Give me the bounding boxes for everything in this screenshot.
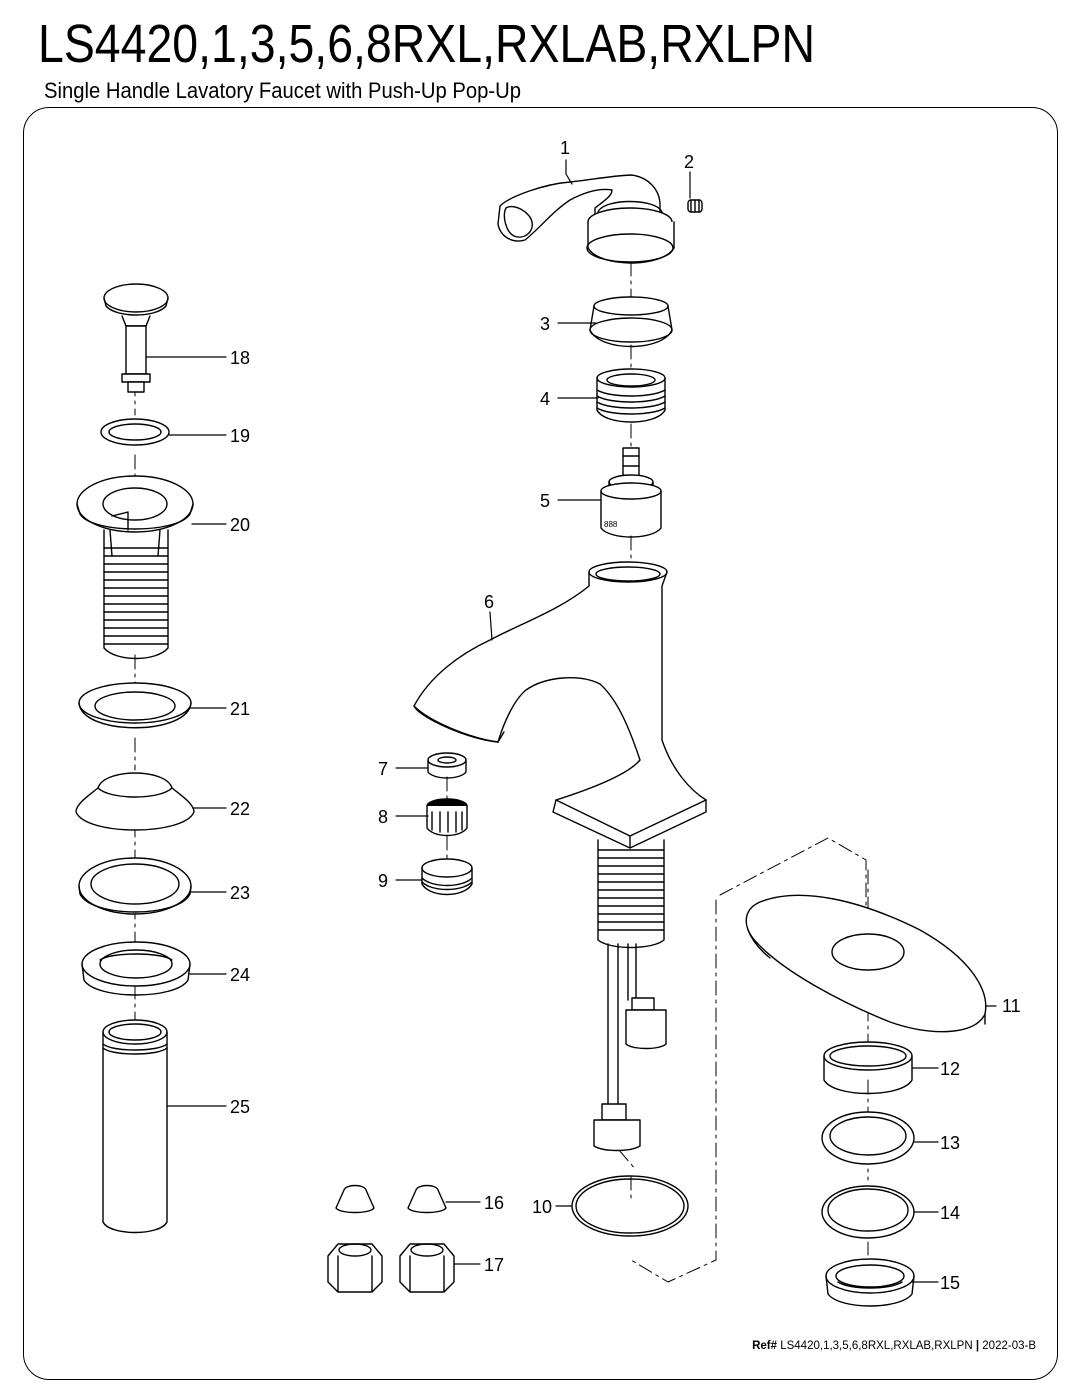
callout-15: 15 [940, 1273, 960, 1293]
callout-labels: 1 2 3 4 5 6 7 8 9 10 11 12 13 14 15 16 1… [230, 138, 1021, 1293]
callout-5: 5 [540, 491, 550, 511]
part-16-compression-sleeves [335, 1184, 447, 1214]
callout-8: 8 [378, 807, 388, 827]
part-1-handle [497, 174, 675, 264]
callout-14: 14 [940, 1203, 960, 1223]
callout-16: 16 [484, 1193, 504, 1213]
part-21-flange [78, 682, 192, 729]
ref-separator: | [975, 1340, 980, 1352]
callout-17: 17 [484, 1255, 504, 1275]
callout-13: 13 [940, 1133, 960, 1153]
callout-9: 9 [378, 871, 388, 891]
ref-label: Ref# [752, 1340, 778, 1352]
callout-2: 2 [684, 152, 694, 172]
callout-leaders [145, 159, 997, 1283]
callout-10: 10 [532, 1197, 552, 1217]
callout-22: 22 [230, 799, 250, 819]
ref-models: LS4420,1,3,5,6,8RXL,RXLAB,RXLPN [780, 1340, 973, 1352]
part-4-bonnet-nut [596, 368, 666, 423]
part-13-washer [821, 1111, 915, 1165]
callout-3: 3 [540, 314, 550, 334]
callout-18: 18 [230, 348, 250, 368]
part-15-mounting-nut [825, 1258, 915, 1307]
deck-plate-assembly-path [630, 837, 867, 1283]
part-6-spout-body [413, 561, 707, 1152]
part-24-drain-nut [81, 941, 191, 996]
svg-text:888: 888 [604, 520, 618, 529]
callout-6: 6 [484, 592, 494, 612]
diagram-frame [23, 107, 1058, 1380]
part-9-aerator-housing [421, 858, 473, 896]
callout-23: 23 [230, 883, 250, 903]
callout-21: 21 [230, 699, 250, 719]
part-23-washer [78, 857, 192, 915]
callout-12: 12 [940, 1059, 960, 1079]
part-25-tailpiece [102, 1019, 168, 1234]
part-10-gasket [571, 1175, 689, 1237]
callout-25: 25 [230, 1097, 250, 1117]
callout-19: 19 [230, 426, 250, 446]
part-11-deck-plate [745, 894, 987, 1033]
callout-20: 20 [230, 515, 250, 535]
page-subtitle: Single Handle Lavatory Faucet with Push-… [44, 78, 522, 103]
callout-24: 24 [230, 965, 250, 985]
callout-4: 4 [540, 389, 550, 409]
part-12-rubber-washer [823, 1041, 913, 1095]
part-19-o-ring [100, 418, 170, 446]
part-2-set-screw [687, 199, 703, 213]
callout-7: 7 [378, 759, 388, 779]
part-8-aerator-insert [426, 798, 468, 837]
ref-code: 2022-03-B [982, 1340, 1036, 1352]
part-5-cartridge: 888 [600, 447, 662, 538]
part-20-drain-body [76, 475, 194, 660]
part-14-washer [821, 1185, 915, 1239]
callout-1: 1 [560, 138, 570, 158]
part-22-gasket [75, 772, 195, 831]
page-title: LS4420,1,3,5,6,8RXL,RXLAB,RXLPN [38, 14, 816, 74]
part-17-compression-nuts [327, 1243, 455, 1293]
callout-11: 11 [1002, 996, 1021, 1016]
reference-footer: Ref# LS4420,1,3,5,6,8RXL,RXLAB,RXLPN | 2… [752, 1340, 1036, 1352]
part-3-cap [589, 296, 673, 348]
part-7-washer [427, 752, 467, 779]
part-18-pop-up-stopper [103, 283, 169, 393]
